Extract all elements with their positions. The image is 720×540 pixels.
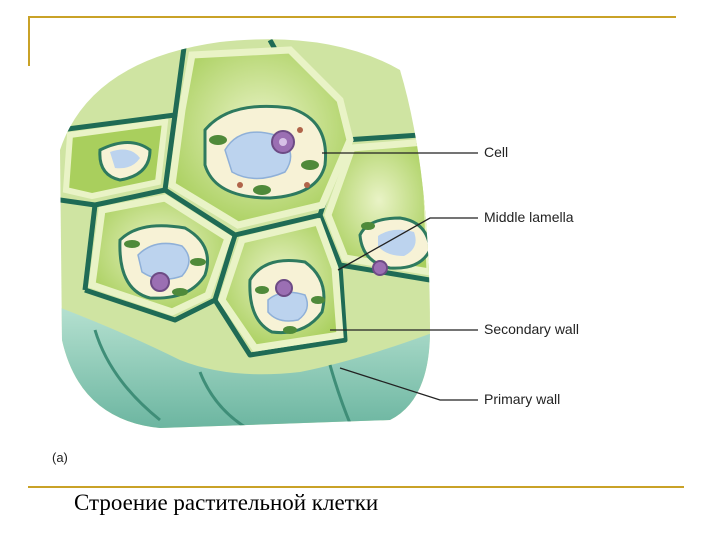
frame-left-line xyxy=(28,16,30,66)
leader-primary-wall xyxy=(339,367,478,401)
label-primary-wall: Primary wall xyxy=(484,391,561,407)
tissue-block xyxy=(60,39,430,428)
frame-bottom-line xyxy=(28,486,684,488)
cell-bottom xyxy=(218,217,344,352)
frame-top-line xyxy=(28,16,676,18)
label-secondary-wall: Secondary wall xyxy=(484,321,579,337)
leader-lines xyxy=(322,152,478,401)
leader-middle-lamella xyxy=(337,217,478,271)
cell-main xyxy=(168,46,354,229)
label-cell: Cell xyxy=(484,144,509,160)
middle-lamella-network xyxy=(60,39,430,358)
cell-left xyxy=(88,194,233,316)
slide-caption: Строение растительной клетки xyxy=(74,490,379,515)
panel-label: (a) xyxy=(52,450,68,465)
cell-right xyxy=(324,138,430,277)
cell-partial-top-left xyxy=(62,118,169,200)
label-middle-lamella: Middle lamella xyxy=(484,209,574,225)
cell-base-row xyxy=(60,300,430,428)
